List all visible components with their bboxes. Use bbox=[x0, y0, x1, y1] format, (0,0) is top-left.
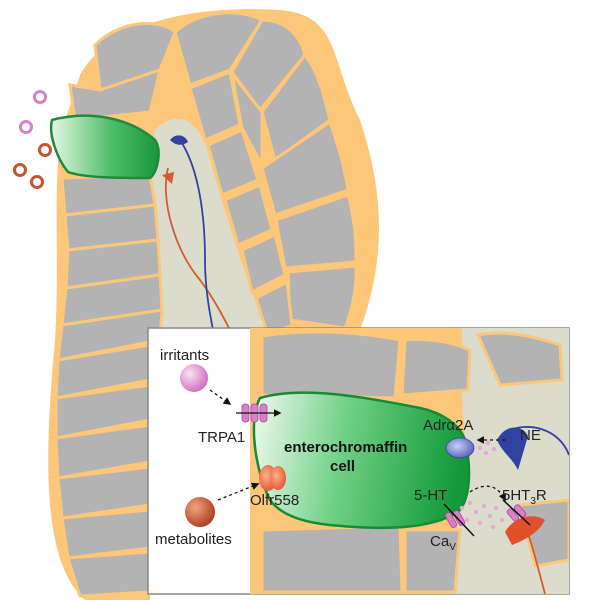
inset-panel: irritants TRPA1 enterochromaffin cell Ol… bbox=[147, 327, 570, 595]
cav-channel bbox=[443, 503, 475, 537]
lamina-propria-core bbox=[148, 118, 270, 340]
label-olfr558: Olfr558 bbox=[250, 492, 299, 509]
signal-arrows bbox=[209, 389, 506, 502]
metabolite-molecule bbox=[13, 163, 27, 177]
ec-cell-small bbox=[49, 114, 160, 180]
irritant-sphere bbox=[180, 364, 208, 392]
label-5ht3r-prefix: 5HT bbox=[502, 487, 530, 504]
epithelial-cells-right bbox=[173, 11, 358, 338]
sensory-nerve-fiber-inset bbox=[526, 529, 546, 594]
metabolite-molecule bbox=[30, 175, 44, 189]
label-adra2a-prefix: Adr bbox=[423, 417, 446, 434]
label-ec-cell-line2: cell bbox=[330, 458, 355, 475]
label-ne: NE bbox=[520, 427, 541, 444]
label-5ht3r: 5HT3R bbox=[502, 487, 547, 507]
epithelial-cells-left bbox=[54, 21, 177, 598]
metabolite-sphere bbox=[185, 497, 215, 527]
serotonin-vesicles bbox=[459, 500, 505, 530]
serotonin-release-arrow bbox=[469, 485, 506, 502]
label-adra2a: Adrα2A bbox=[423, 417, 473, 434]
label-adra2a-alpha: α bbox=[446, 417, 455, 434]
label-ec-cell-line1: enterochromaffin bbox=[284, 439, 407, 456]
label-irritants: irritants bbox=[160, 347, 209, 364]
sensory-nerve-ending-small bbox=[162, 172, 174, 184]
ne-nerve-fiber bbox=[179, 139, 216, 341]
ne-vesicles bbox=[477, 440, 497, 456]
label-cav-main: Ca bbox=[430, 533, 450, 550]
adra2a-receptor bbox=[445, 437, 475, 459]
sensory-nerve-ending bbox=[505, 516, 545, 545]
trpa1-channel bbox=[236, 403, 282, 423]
villus-overview bbox=[13, 9, 379, 600]
irritant-molecule bbox=[19, 120, 33, 134]
label-adra2a-suffix: 2A bbox=[455, 417, 473, 434]
metabolite-arrow bbox=[217, 482, 260, 501]
metabolite-molecule bbox=[38, 143, 52, 157]
ne-nerve-ending-small bbox=[170, 135, 188, 145]
olfr558-receptor bbox=[259, 465, 286, 491]
irritant-molecule bbox=[33, 90, 47, 104]
5ht3r-receptor bbox=[502, 499, 531, 526]
label-5ht3r-sub: 3 bbox=[530, 496, 536, 507]
sensory-nerve-fiber bbox=[164, 167, 236, 341]
label-cav-sub: V bbox=[449, 542, 456, 553]
ne-nerve-ending bbox=[497, 427, 528, 470]
luminal-molecules bbox=[13, 90, 52, 189]
irritant-arrow bbox=[209, 389, 232, 405]
label-metabolites: metabolites bbox=[155, 531, 232, 548]
label-trpa1: TRPA1 bbox=[198, 429, 245, 446]
label-5ht3r-suffix: R bbox=[536, 487, 547, 504]
label-serotonin: 5-HT bbox=[414, 487, 447, 504]
label-cav: CaV bbox=[430, 533, 456, 553]
